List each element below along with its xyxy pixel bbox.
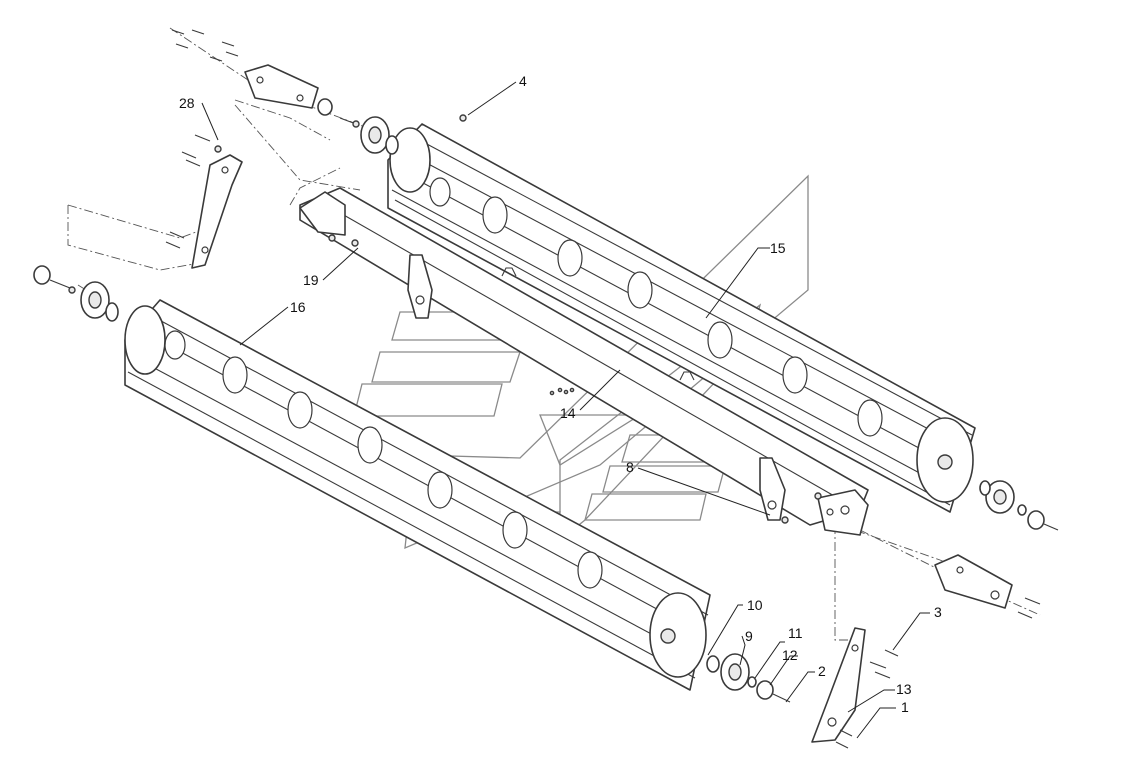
left-vertical-bracket: [165, 134, 243, 269]
callout-13: 13: [896, 681, 912, 697]
callout-3: 3: [934, 604, 942, 620]
upper-left-bearing: [317, 98, 399, 155]
callout-16: 16: [290, 299, 306, 315]
callout-8: 8: [626, 459, 634, 475]
callout-labels: 1 2 3 4 8 9 10 11 12 13 14 15 16 19 28: [179, 73, 942, 715]
callout-12: 12: [782, 647, 798, 663]
callout-10: 10: [747, 597, 763, 613]
callout-15: 15: [770, 240, 786, 256]
callout-9: 9: [745, 628, 753, 644]
callout-14: 14: [560, 405, 576, 421]
frame-beam: [299, 187, 869, 536]
callout-4: 4: [519, 73, 527, 89]
leader-lines: [201, 81, 930, 739]
lower-cage-roller: [124, 299, 711, 691]
right-mount-plate: [934, 554, 1041, 619]
callout-1: 1: [901, 699, 909, 715]
upper-right-bearing: [979, 480, 1059, 531]
lower-right-bearing: [706, 653, 791, 703]
callout-19: 19: [303, 272, 319, 288]
callout-2: 2: [818, 663, 826, 679]
upper-cage-roller: [387, 123, 976, 513]
upper-left-mount-plate: [171, 29, 319, 109]
lower-left-bearing: [33, 265, 119, 322]
callout-11: 11: [788, 625, 803, 641]
small-fasteners: [459, 114, 575, 396]
callout-28: 28: [179, 95, 195, 111]
right-vertical-bracket: [811, 627, 899, 749]
